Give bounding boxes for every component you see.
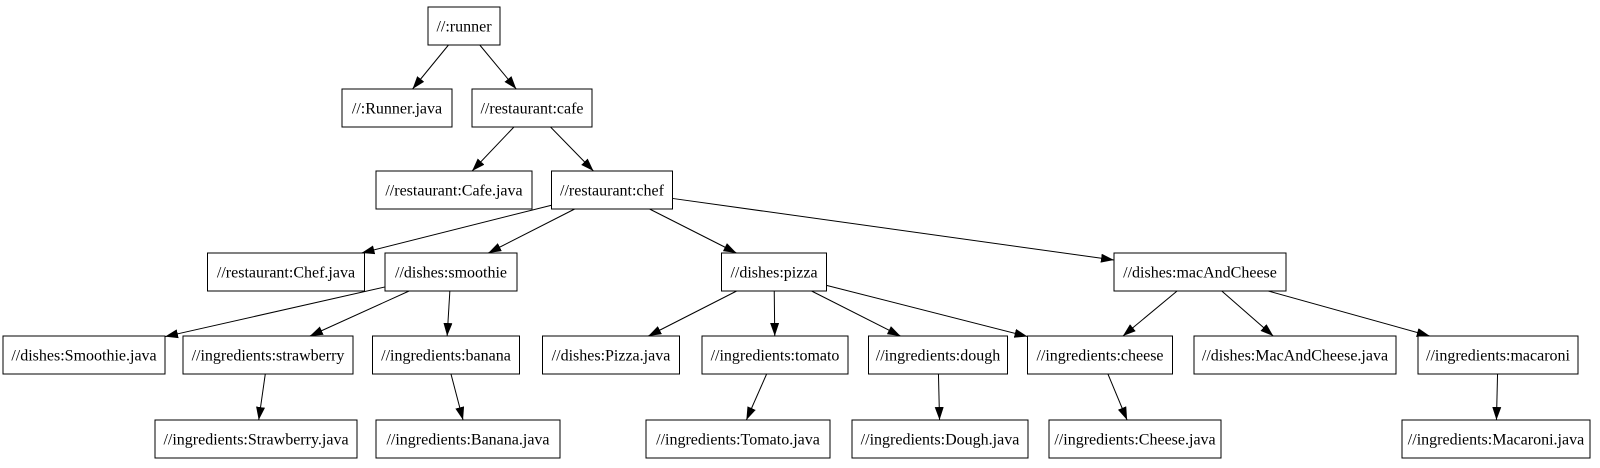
graph-node-tomato: //ingredients:tomato <box>701 335 849 375</box>
graph-edge-pizza-cheese <box>826 284 1028 338</box>
graph-node-label-macAndCheeseJava: //dishes:MacAndCheese.java <box>1202 348 1388 365</box>
graph-edge-cafe-cafeJava <box>471 126 515 172</box>
graph-node-label-doughJava: //ingredients:Dough.java <box>861 432 1020 449</box>
graph-node-label-macaroni: //ingredients:macaroni <box>1426 348 1571 365</box>
graph-node-box-doughJava <box>851 419 1029 459</box>
graph-node-cafe: //restaurant:cafe <box>471 88 593 128</box>
graph-node-box-banana <box>372 335 520 375</box>
graph-node-box-cafe <box>471 88 593 128</box>
graph-node-cheeseJava: //ingredients:Cheese.java <box>1048 419 1222 459</box>
graph-node-box-tomato <box>701 335 849 375</box>
graph-node-box-cheeseJava <box>1048 419 1222 459</box>
graph-nodes-layer: //:runner //:Runner.java //restaurant:cafe… <box>2 6 1591 459</box>
graph-node-macaroniJava: //ingredients:Macaroni.java <box>1401 419 1591 459</box>
graph-node-smoothieJava: //dishes:Smoothie.java <box>2 335 166 375</box>
graph-node-label-tomatoJava: //ingredients:Tomato.java <box>656 432 820 449</box>
graph-edge-pizza-tomato <box>770 290 780 337</box>
graph-node-box-smoothie <box>384 252 518 292</box>
graph-node-label-pizzaJava: //dishes:Pizza.java <box>552 348 671 365</box>
graph-edge-smoothie-banana <box>443 290 453 337</box>
graph-edge-macAndCheese-macaroni <box>1268 290 1430 337</box>
graph-node-pizza: //dishes:pizza <box>721 252 827 292</box>
graph-node-box-macaroni <box>1417 335 1579 375</box>
graph-node-box-strawberryJava <box>154 419 358 459</box>
graph-node-macaroni: //ingredients:macaroni <box>1417 335 1579 375</box>
graph-node-label-chef: //restaurant:chef <box>560 183 665 200</box>
graph-node-box-pizza <box>721 252 827 292</box>
graph-node-box-dough <box>868 335 1008 375</box>
graph-node-smoothie: //dishes:smoothie <box>384 252 518 292</box>
graph-node-banana: //ingredients:banana <box>372 335 520 375</box>
graph-node-cafeJava: //restaurant:Cafe.java <box>375 170 533 210</box>
graph-node-label-cheese: //ingredients:cheese <box>1036 348 1163 365</box>
graph-edge-chef-chefJava <box>361 204 552 255</box>
graph-node-label-cheeseJava: //ingredients:Cheese.java <box>1054 432 1215 449</box>
graph-node-box-pizzaJava <box>542 335 680 375</box>
graph-node-box-cafeJava <box>375 170 533 210</box>
graph-node-box-cheese <box>1027 335 1173 375</box>
graph-node-label-pizza: //dishes:pizza <box>730 265 817 282</box>
graph-node-chefJava: //restaurant:Chef.java <box>207 252 365 292</box>
graph-node-chef: //restaurant:chef <box>551 170 673 210</box>
graph-node-box-chef <box>551 170 673 210</box>
graph-node-label-chefJava: //restaurant:Chef.java <box>217 265 355 282</box>
graph-node-label-bananaJava: //ingredients:Banana.java <box>386 432 549 449</box>
graph-edge-chef-smoothie <box>488 208 575 254</box>
graph-node-label-macAndCheese: //dishes:macAndCheese <box>1123 265 1277 282</box>
graph-edge-chef-macAndCheese <box>672 197 1115 263</box>
graph-edge-pizza-pizzaJava <box>648 290 737 337</box>
graph-node-box-strawberry <box>182 335 354 375</box>
graph-edge-cheese-cheeseJava <box>1107 373 1128 421</box>
graph-node-label-cafe: //restaurant:cafe <box>480 101 583 118</box>
graph-edge-runner-cafe <box>479 44 517 90</box>
graph-node-macAndCheeseJava: //dishes:MacAndCheese.java <box>1193 335 1397 375</box>
graph-edge-dough-doughJava <box>934 373 944 421</box>
graph-edge-smoothie-smoothieJava <box>164 286 386 339</box>
graph-node-label-macaroniJava: //ingredients:Macaroni.java <box>1408 432 1584 449</box>
graph-node-label-runnerJava: //:Runner.java <box>352 101 442 118</box>
graph-edge-macAndCheese-cheese <box>1122 290 1178 337</box>
graph-node-label-tomato: //ingredients:tomato <box>711 348 840 365</box>
graph-edge-banana-bananaJava <box>450 373 465 421</box>
graph-node-runnerJava: //:Runner.java <box>341 88 453 128</box>
graph-node-label-dough: //ingredients:dough <box>876 348 1000 365</box>
graph-node-strawberry: //ingredients:strawberry <box>182 335 354 375</box>
graph-node-dough: //ingredients:dough <box>868 335 1008 375</box>
graph-node-tomatoJava: //ingredients:Tomato.java <box>645 419 831 459</box>
graph-node-strawberryJava: //ingredients:Strawberry.java <box>154 419 358 459</box>
graph-node-box-bananaJava <box>375 419 561 459</box>
graph-edge-smoothie-strawberry <box>309 290 410 337</box>
graph-edge-tomato-tomatoJava <box>745 373 768 421</box>
graph-edge-strawberry-strawberryJava <box>256 373 266 421</box>
graph-node-label-smoothie: //dishes:smoothie <box>395 265 507 282</box>
graph-node-label-banana: //ingredients:banana <box>381 348 511 365</box>
graph-node-box-chefJava <box>207 252 365 292</box>
graph-node-runner: //:runner <box>427 6 501 46</box>
graph-node-label-strawberryJava: //ingredients:Strawberry.java <box>163 432 348 449</box>
graph-node-doughJava: //ingredients:Dough.java <box>851 419 1029 459</box>
graph-node-box-macaroniJava <box>1401 419 1591 459</box>
graph-node-box-tomatoJava <box>645 419 831 459</box>
graph-edge-macaroni-macaroniJava <box>1492 373 1502 421</box>
graph-node-label-strawberry: //ingredients:strawberry <box>192 348 345 365</box>
graph-edge-macAndCheese-macAndCheeseJava <box>1221 290 1274 337</box>
graph-edges-layer <box>164 44 1502 421</box>
graph-node-macAndCheese: //dishes:macAndCheese <box>1113 252 1287 292</box>
graph-node-bananaJava: //ingredients:Banana.java <box>375 419 561 459</box>
graph-node-box-runner <box>427 6 501 46</box>
graph-node-label-cafeJava: //restaurant:Cafe.java <box>385 183 522 200</box>
graph-node-box-smoothieJava <box>2 335 166 375</box>
graph-node-cheese: //ingredients:cheese <box>1027 335 1173 375</box>
graph-node-label-smoothieJava: //dishes:Smoothie.java <box>11 348 156 365</box>
graph-edge-pizza-dough <box>811 290 901 337</box>
graph-node-label-runner: //:runner <box>436 19 492 36</box>
graph-node-box-runnerJava <box>341 88 453 128</box>
graph-node-box-macAndCheeseJava <box>1193 335 1397 375</box>
graph-node-pizzaJava: //dishes:Pizza.java <box>542 335 680 375</box>
graph-edge-chef-pizza <box>649 208 737 254</box>
graph-node-box-macAndCheese <box>1113 252 1287 292</box>
graph-edge-runner-runnerJava <box>412 44 449 90</box>
graph-edge-cafe-chef <box>550 126 594 172</box>
